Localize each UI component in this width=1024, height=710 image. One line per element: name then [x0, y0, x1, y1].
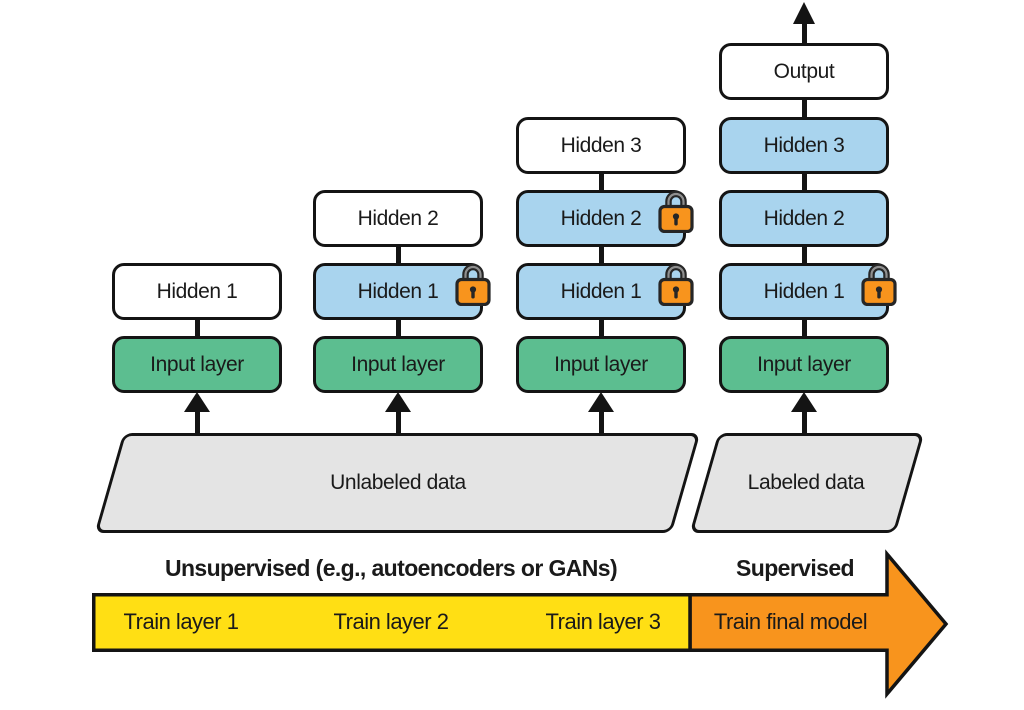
- unsupervised-segment: [92, 593, 692, 652]
- box-label: Input layer: [554, 352, 648, 376]
- box-label: Hidden 1: [357, 279, 439, 303]
- box-hidden-3: Hidden 3: [516, 117, 686, 174]
- box-label: Output: [773, 59, 835, 83]
- box-label: Hidden 2: [560, 206, 642, 230]
- box-hidden-1-frozen: Hidden 1: [313, 263, 483, 320]
- box-label: Hidden 2: [763, 206, 845, 230]
- box-input-layer: Input layer: [313, 336, 483, 393]
- up-arrow-stem: [395, 406, 401, 436]
- train-step-label: Train final model: [713, 609, 868, 634]
- up-arrow-icon: [184, 392, 210, 412]
- train-step-label: Train layer 3: [545, 609, 661, 634]
- train-step-label: Train layer 1: [123, 609, 239, 634]
- unsupervised-phase-label: Unsupervised (e.g., autoencoders or GANs…: [164, 555, 618, 581]
- box-hidden-3-frozen: Hidden 3: [719, 117, 889, 174]
- stage1-connector-line: [194, 280, 200, 370]
- box-hidden-1: Hidden 1: [112, 263, 282, 320]
- up-arrow-icon: [588, 392, 614, 412]
- train-step-label: Train layer 2: [333, 609, 449, 634]
- box-input-layer: Input layer: [112, 336, 282, 393]
- supervised-segment: [688, 549, 949, 699]
- box-hidden-2-frozen: Hidden 2: [516, 190, 686, 247]
- box-label: Hidden 2: [357, 206, 439, 230]
- box-label: Hidden 3: [560, 133, 642, 157]
- up-arrow-icon: [385, 392, 411, 412]
- supervised-phase-label: Supervised: [736, 555, 855, 581]
- labeled-data-label: Labeled data: [747, 471, 865, 494]
- box-label: Hidden 1: [156, 279, 238, 303]
- up-arrow-stem: [194, 406, 200, 436]
- lock-icon: [658, 263, 694, 306]
- stage3-connector-line: [598, 140, 604, 370]
- box-hidden-2-frozen: Hidden 2: [719, 190, 889, 247]
- up-arrow-stem: [801, 406, 807, 436]
- box-label: Hidden 1: [560, 279, 642, 303]
- unlabeled-data-label: Unlabeled data: [330, 471, 466, 494]
- box-hidden-2: Hidden 2: [313, 190, 483, 247]
- lock-icon: [861, 263, 897, 306]
- up-arrow-stem: [598, 406, 604, 436]
- box-label: Input layer: [351, 352, 445, 376]
- box-label: Input layer: [150, 352, 244, 376]
- box-label: Hidden 3: [763, 133, 845, 157]
- up-arrow-icon: [791, 392, 817, 412]
- box-label: Hidden 1: [763, 279, 845, 303]
- box-label: Input layer: [757, 352, 851, 376]
- box-input-layer: Input layer: [516, 336, 686, 393]
- box-hidden-1-frozen: Hidden 1: [516, 263, 686, 320]
- up-arrow-icon: [793, 2, 815, 24]
- training-timeline-arrow: [92, 549, 949, 699]
- box-input-layer: Input layer: [719, 336, 889, 393]
- box-output: Output: [719, 43, 889, 100]
- lock-icon: [455, 263, 491, 306]
- lock-icon: [658, 190, 694, 233]
